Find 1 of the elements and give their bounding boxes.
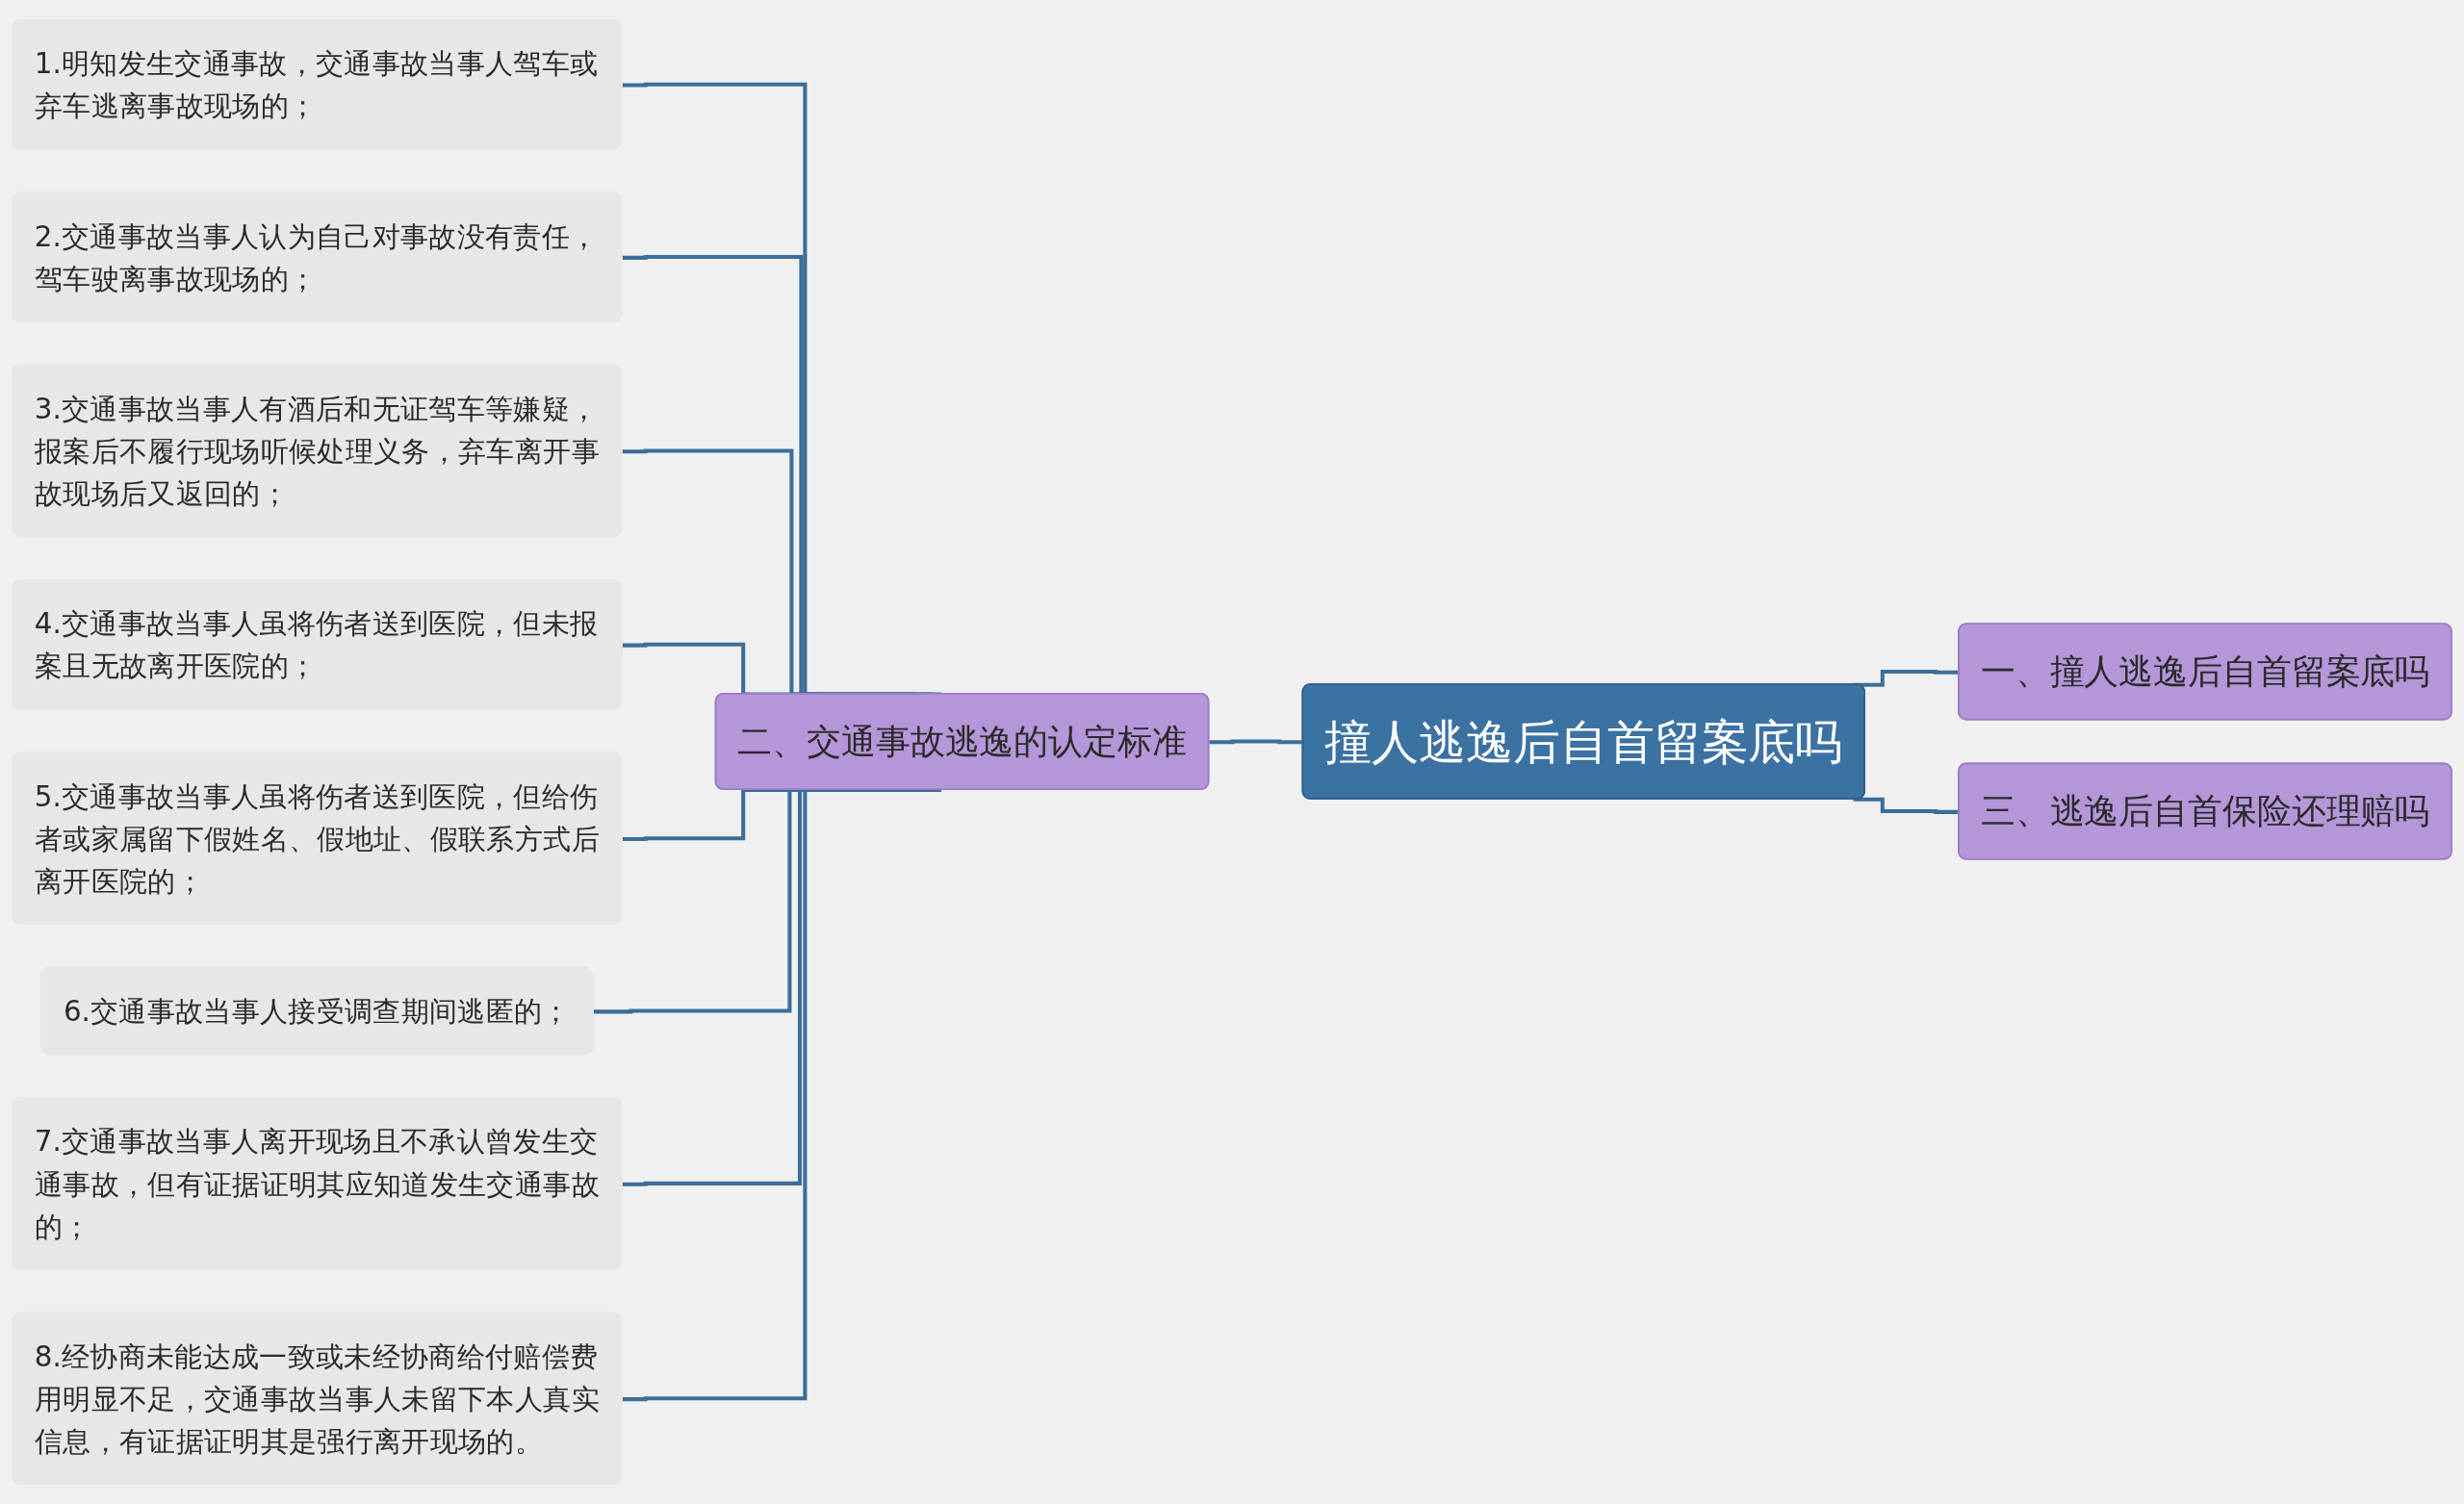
connector [622,788,942,1402]
